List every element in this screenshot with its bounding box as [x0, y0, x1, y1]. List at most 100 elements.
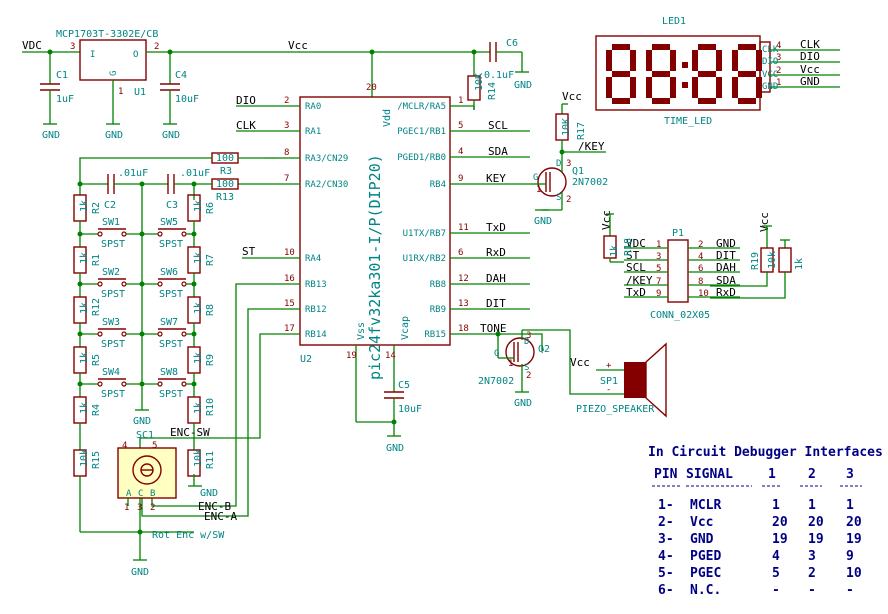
mcu-pin-number: 3 [284, 121, 289, 131]
svg-text:TIME_LED: TIME_LED [664, 116, 712, 127]
svg-text:19: 19 [346, 351, 357, 361]
mcu-pin-number: 1 [458, 96, 463, 106]
led-segment [630, 50, 636, 71]
svg-text:1k: 1k [794, 258, 805, 270]
table-cell: 20 [846, 515, 862, 530]
mcu-pin-name: RA2/CN30 [305, 180, 348, 190]
led-segment [716, 77, 722, 98]
svg-text:TxD: TxD [486, 221, 506, 234]
svg-text:SPST: SPST [101, 389, 125, 400]
table-cell: 10 [846, 566, 862, 581]
regulator-section: VDC 3 2 1 I O G MCP1703T-3302E/CB U1 Vcc… [22, 29, 532, 141]
svg-text:3: 3 [566, 159, 571, 169]
svg-text:GND: GND [131, 567, 149, 578]
svg-text:R3: R3 [220, 166, 232, 177]
svg-text:LED1: LED1 [662, 16, 686, 27]
led-net-label: GND [800, 75, 820, 88]
svg-text:2: 2 [776, 66, 781, 76]
led-segment [652, 98, 670, 104]
svg-text:R10: R10 [205, 398, 216, 416]
svg-text:10K: 10K [561, 118, 572, 136]
svg-text:R1: R1 [91, 254, 102, 266]
svg-text:D: D [524, 337, 529, 347]
svg-text:+: + [606, 361, 612, 371]
svg-text:1: 1 [124, 503, 129, 513]
net-label-vdc: VDC [22, 39, 42, 52]
svg-text:-: - [606, 385, 611, 395]
svg-text:DIO: DIO [762, 57, 778, 67]
svg-text:GND: GND [42, 130, 60, 141]
svg-text:2N7002: 2N7002 [478, 376, 514, 387]
led-segment [738, 44, 756, 50]
svg-text:10k: 10k [193, 449, 204, 467]
svg-text:3: 3 [526, 331, 531, 341]
table-cell: 1 [772, 498, 780, 513]
svg-text:G: G [533, 173, 538, 183]
svg-text:20: 20 [366, 83, 377, 93]
led-segment [698, 44, 716, 50]
svg-text:1k: 1k [193, 252, 204, 264]
svg-text:1: 1 [776, 78, 781, 88]
svg-text:GND: GND [386, 443, 404, 454]
mcu-pin-name: RA0 [305, 102, 321, 112]
svg-text:2: 2 [526, 371, 531, 381]
table-cell: 1 [846, 498, 854, 513]
svg-text:CLK: CLK [762, 45, 779, 55]
table-cell: 20 [772, 515, 788, 530]
svg-text:G: G [494, 349, 499, 359]
svg-text:SPST: SPST [159, 239, 183, 250]
mcu-pin-number: 8 [284, 148, 289, 158]
header-net-label: TxD [626, 286, 646, 299]
svg-text:4: 4 [698, 252, 703, 262]
table-cell: - [808, 583, 816, 598]
mcu-pin-name: RA4 [305, 254, 321, 264]
table-header: 1 [768, 467, 776, 482]
table-cell: 2- [658, 515, 674, 530]
mcu-pin-number: 15 [284, 299, 295, 309]
table-cell: 4 [772, 549, 780, 564]
svg-text:GND: GND [200, 488, 218, 499]
mcu-pin-number: 9 [458, 174, 463, 184]
led-segment [612, 71, 630, 77]
mcu-value: pic24fv32ka301-I/P(DIP20) [366, 154, 384, 380]
svg-text:SDA: SDA [488, 145, 508, 158]
svg-text:10uF: 10uF [398, 404, 422, 415]
led-net-label: DIO [800, 50, 820, 63]
table-cell: PGEC [690, 566, 721, 581]
svg-text:PIEZO_SPEAKER: PIEZO_SPEAKER [576, 404, 655, 415]
led-segment [670, 77, 676, 98]
svg-text:SPST: SPST [101, 339, 125, 350]
header-net-label: ST [626, 249, 640, 262]
piezo-speaker-sp1: Vcc + - SP1 PIEZO_SPEAKER [570, 342, 667, 418]
net-label-vcc-top: Vcc [288, 39, 308, 52]
svg-text:S: S [524, 363, 529, 373]
header-net-label: RxD [716, 286, 736, 299]
svg-text:Vdd: Vdd [382, 109, 393, 127]
svg-text:SPST: SPST [159, 289, 183, 300]
svg-text:ENC-B: ENC-B [198, 500, 231, 513]
table-cell: 19 [846, 532, 862, 547]
svg-text:P1: P1 [672, 228, 684, 239]
table-title: In Circuit Debugger Interfaces [648, 445, 883, 460]
svg-text:D: D [556, 159, 561, 169]
header-net-label: VDC [626, 237, 646, 250]
svg-text:7: 7 [656, 277, 661, 287]
mosfet-q2: G D S 3 1 2 Q2 2N7002 GND [478, 329, 624, 409]
svg-text:1: 1 [536, 185, 541, 195]
svg-text:1k: 1k [79, 302, 90, 314]
svg-text:6: 6 [698, 264, 703, 274]
svg-text:GND: GND [105, 130, 123, 141]
table-cell: 19 [772, 532, 788, 547]
svg-text:SW1: SW1 [102, 217, 120, 228]
svg-text:Q2: Q2 [538, 344, 550, 355]
led-segment [646, 50, 652, 71]
svg-text:GND: GND [514, 80, 532, 91]
svg-text:SW7: SW7 [160, 317, 178, 328]
table-cell: - [846, 583, 854, 598]
header-net-label: DAH [716, 261, 736, 274]
svg-text:RxD: RxD [486, 246, 506, 259]
mcu-pin-number: 16 [284, 274, 295, 284]
svg-text:10uF: 10uF [175, 94, 199, 105]
